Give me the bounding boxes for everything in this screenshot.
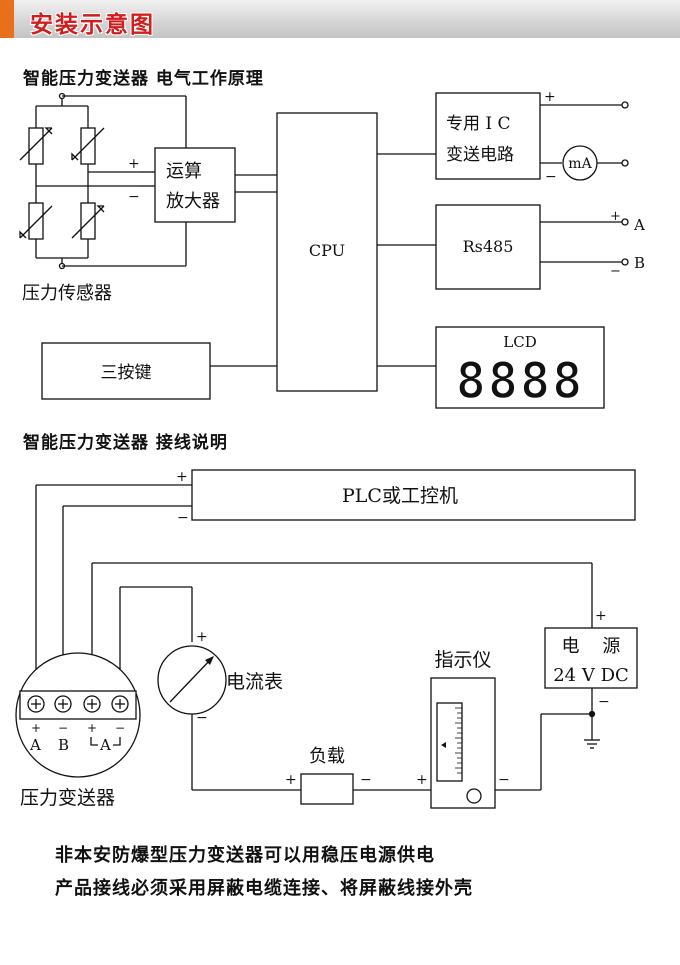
plc-minus-sign: − (177, 510, 189, 526)
power-label-2: 24 V DC (553, 665, 629, 686)
amplifier-box (154, 147, 236, 223)
terminal-sign-1: + (31, 721, 41, 735)
load-plus-sign: + (285, 772, 297, 788)
rs485-b-terminal (621, 258, 629, 266)
ic-circuit-box (435, 92, 541, 180)
terminal-sign-4: − (115, 721, 125, 735)
resistor-r3 (28, 202, 44, 240)
transmitter-label: 压力变送器 (20, 787, 115, 809)
power-supply-box (544, 627, 638, 689)
rs485-box (435, 204, 541, 290)
ammeter-plus-sign: + (196, 629, 208, 645)
lcd-digits: 8888 (456, 352, 584, 410)
indicator-ticks (455, 707, 462, 774)
terminal-label-a: A (29, 736, 41, 754)
power-plus-sign: + (595, 608, 607, 624)
indicator-label: 指示仪 (434, 649, 491, 671)
keys-label: 三按键 (101, 363, 152, 383)
resistor-r4 (80, 202, 96, 240)
load-label: 负载 (309, 746, 345, 767)
plc-label: PLC或工控机 (342, 485, 458, 507)
ammeter (157, 645, 227, 715)
rs485-label: Rs485 (463, 237, 514, 256)
wiring-diagram: PLC或工控机 + − + + + − + − (15, 469, 638, 809)
amp-label-2: 放大器 (166, 191, 220, 212)
resistor-r1 (28, 127, 44, 165)
wiring-section-title: 智能压力变送器 接线说明 (23, 433, 228, 453)
terminal-label-a2: A (99, 736, 111, 754)
terminal-label-b: B (58, 736, 69, 754)
plc-box (191, 469, 636, 521)
indicator-scale (436, 702, 463, 782)
ic-minus-terminal (621, 159, 629, 167)
ma-label: mA (568, 156, 592, 172)
ic-label-2: 变送电路 (446, 145, 514, 165)
resistor-r2 (80, 127, 96, 165)
load-minus-sign: − (360, 772, 372, 788)
rs485-b-label: B (634, 254, 645, 272)
ic-plus-sign: + (544, 89, 556, 105)
terminal-screws (27, 695, 129, 713)
indicator-plus-sign: + (416, 772, 428, 788)
ammeter-label: 电流表 (226, 671, 283, 693)
ic-plus-terminal (621, 101, 629, 109)
amp-plus-sign: + (128, 156, 140, 172)
amp-minus-sign: − (128, 189, 140, 205)
lcd-box (435, 326, 605, 409)
power-minus-sign: − (598, 694, 610, 710)
note-line-1: 非本安防爆型压力变送器可以用稳压电源供电 (55, 845, 435, 866)
note-line-2: 产品接线必须采用屏蔽电缆连接、将屏蔽线接外壳 (55, 878, 473, 899)
rs485-minus-sign: − (610, 264, 621, 279)
electrical-diagram: + − 压力传感器 运算 放大器 CPU 专用 I C 变送电路 + mA (19, 89, 645, 411)
sensor-label: 压力传感器 (22, 283, 112, 304)
ground-junction (588, 710, 596, 718)
terminal-sign-2: − (58, 721, 68, 735)
ic-minus-sign: − (545, 169, 557, 185)
rs485-a-terminal (621, 218, 629, 226)
lcd-digits-display: 8888 (455, 351, 584, 411)
power-label-1: 电 源 (562, 636, 621, 657)
indicator-pointer (441, 742, 446, 748)
terminal-sign-3: + (87, 721, 97, 735)
keys-box (41, 342, 211, 400)
header-bar: 安装示意图 (0, 0, 680, 38)
ic-label-1: 专用 I C (446, 114, 511, 134)
amp-label-1: 运算 (166, 161, 202, 182)
indicator-knob (466, 788, 482, 804)
indicator-minus-sign: − (498, 772, 510, 788)
ammeter-minus-sign: − (196, 710, 208, 726)
electrical-section-title: 智能压力变送器 电气工作原理 (23, 69, 264, 89)
ground-icon (584, 739, 600, 749)
plc-plus-sign: + (176, 469, 188, 485)
lcd-label: LCD (503, 333, 536, 351)
terminal-bracket-right (113, 737, 121, 746)
cpu-box (276, 112, 378, 392)
load-box (300, 773, 354, 805)
rs485-plus-sign: + (610, 209, 621, 224)
pressure-sensor-bridge (19, 92, 140, 270)
header-accent (0, 0, 14, 38)
rs485-a-label: A (633, 216, 645, 234)
page-title: 安装示意图 (30, 12, 155, 38)
terminal-bracket-left (90, 737, 98, 746)
cpu-label: CPU (309, 241, 345, 260)
